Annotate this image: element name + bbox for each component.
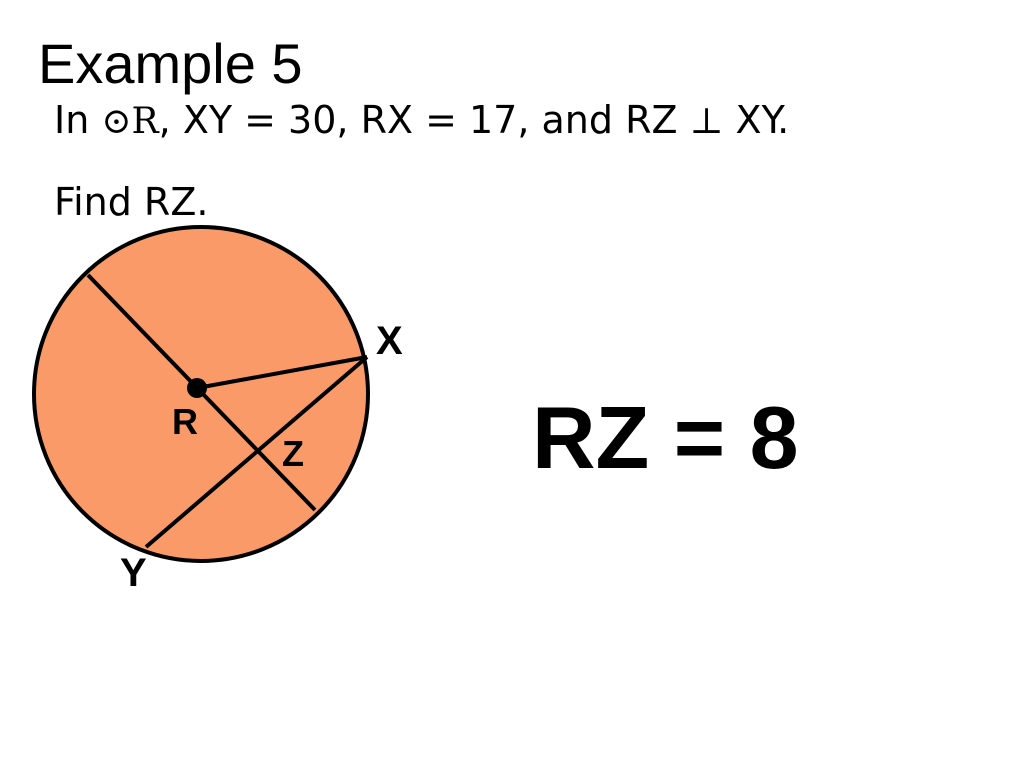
circle-symbol: ⊙ xyxy=(101,101,132,142)
label-z: Z xyxy=(282,433,304,474)
label-x: X xyxy=(376,319,403,363)
problem-suffix: XY. xyxy=(723,98,790,142)
circle-name: R xyxy=(131,101,159,142)
problem-givens: , XY = 30, RX = 17, and RZ xyxy=(158,98,690,142)
center-point xyxy=(187,378,207,398)
label-center-r: R xyxy=(172,401,198,442)
slide-title: Example 5 xyxy=(38,32,303,95)
question-text: Find RZ. xyxy=(54,180,209,224)
label-y: Y xyxy=(120,551,147,595)
answer-text: RZ = 8 xyxy=(532,388,799,487)
problem-prefix: In xyxy=(54,98,102,142)
chord-xy-line xyxy=(144,355,369,549)
problem-statement: In ⊙R, XY = 30, RX = 17, and RZ ⊥ XY. xyxy=(54,96,789,146)
radius-rx-line xyxy=(196,355,368,390)
perpendicular-symbol: ⊥ xyxy=(689,101,724,142)
